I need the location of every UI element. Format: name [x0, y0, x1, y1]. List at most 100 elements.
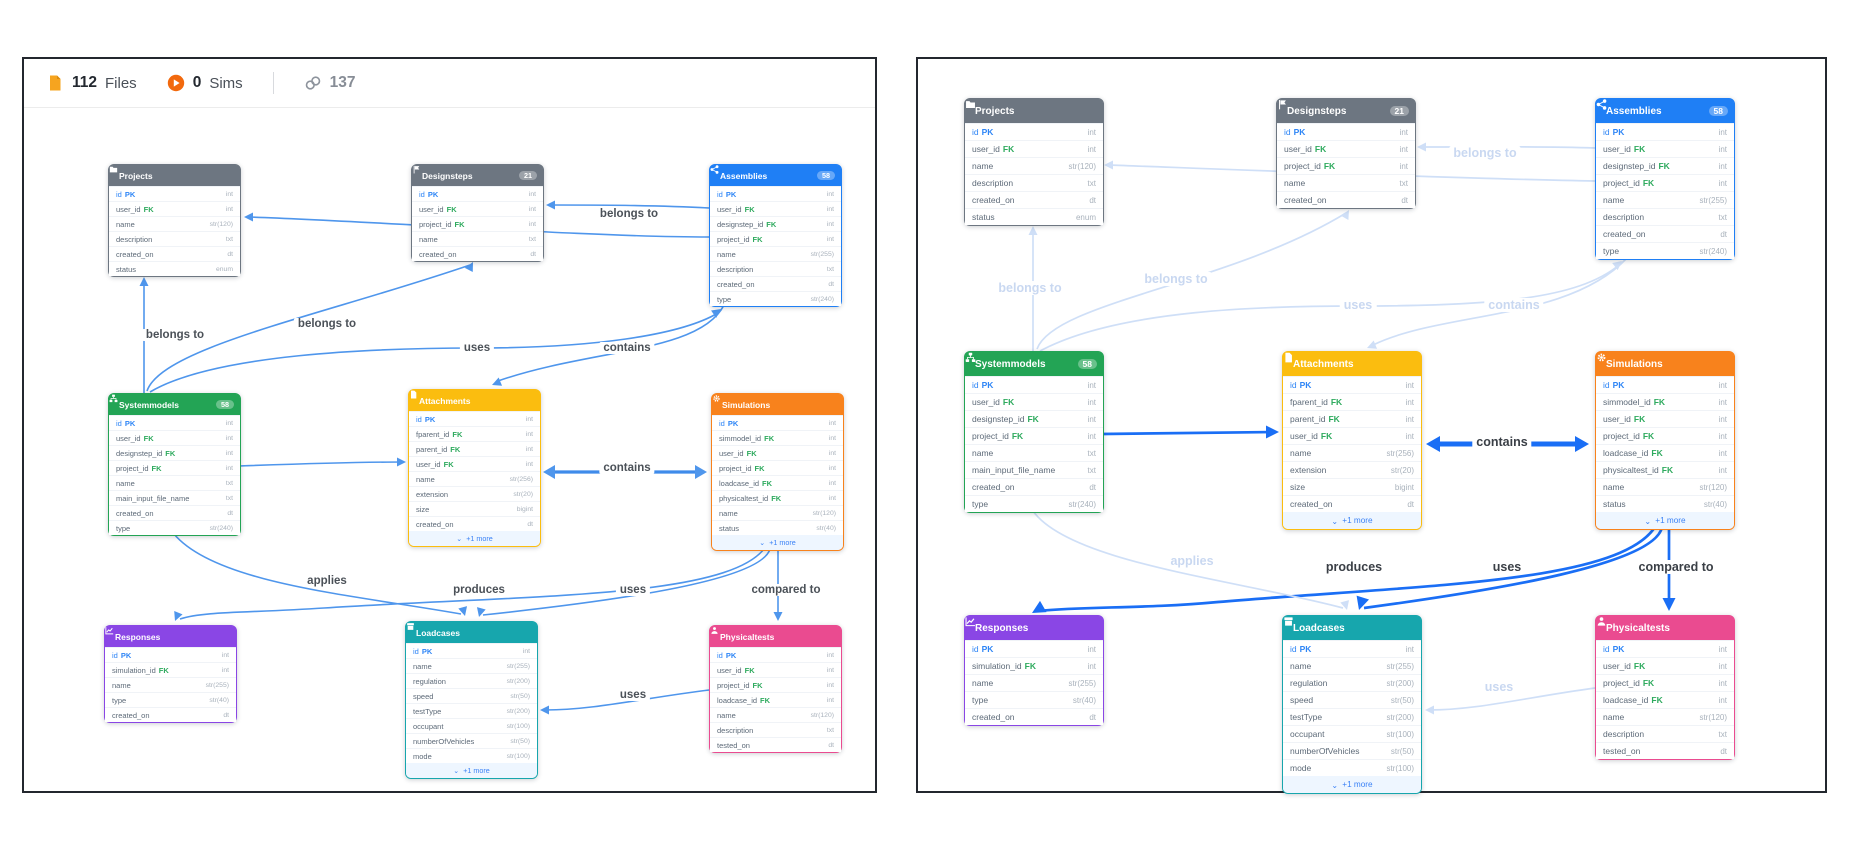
chevron-down-icon: ⌄	[1644, 516, 1652, 526]
field-type: txt	[225, 479, 233, 487]
play-icon	[167, 74, 185, 92]
field-type: bigint	[516, 505, 533, 513]
table-header-projects[interactable]: Projects	[109, 165, 240, 186]
arrowhead-icon	[1367, 340, 1378, 349]
field-type: int	[525, 430, 533, 438]
table-header-loadcases[interactable]: Loadcases	[406, 622, 537, 643]
field-type: str(240)	[810, 295, 834, 303]
field-name: created_on	[972, 195, 1015, 205]
table-header-projects[interactable]: Projects	[965, 99, 1103, 123]
edge-label-attachments-simulations: contains	[1472, 435, 1532, 449]
expand-more-button[interactable]: ⌄+1 more	[1283, 776, 1421, 793]
table-title: Loadcases	[1293, 622, 1345, 634]
table-header-simulations[interactable]: Simulations	[712, 394, 843, 415]
edge-label-attachments-simulations: contains	[599, 462, 655, 474]
edge-label-assemblies-designsteps: belongs to	[595, 208, 663, 220]
edge-assemblies-attachments	[1372, 257, 1628, 346]
table-header-physicaltests[interactable]: Physicaltests	[1596, 616, 1734, 640]
expand-more-button[interactable]: ⌄+1 more	[1283, 512, 1421, 529]
arrowhead-icon	[1356, 595, 1370, 610]
field-name: name	[112, 680, 131, 690]
table-header-responses[interactable]: Responses	[965, 616, 1103, 640]
edge-label-physicaltests-loadcases: uses	[1480, 680, 1518, 694]
field-type: int	[1718, 127, 1727, 137]
table-header-loadcases[interactable]: Loadcases	[1283, 616, 1421, 640]
files-count: 112	[72, 74, 98, 91]
field-type: str(120)	[1068, 161, 1096, 171]
field-type: str(255)	[205, 681, 229, 689]
table-header-responses[interactable]: Responses	[105, 626, 236, 647]
table-header-attachments[interactable]: Attachments	[1283, 352, 1421, 376]
expand-more-button[interactable]: ⌄+1 more	[409, 531, 540, 546]
field-type: int	[828, 494, 836, 502]
expand-more-button[interactable]: ⌄+1 more	[406, 763, 537, 778]
table-header-attachments[interactable]: Attachments	[409, 390, 540, 411]
field-name: created_on	[116, 249, 154, 259]
chevron-down-icon: ⌄	[453, 766, 460, 775]
expand-more-button[interactable]: ⌄+1 more	[712, 535, 843, 550]
toolbar-divider	[272, 72, 274, 94]
table-header-physicaltests[interactable]: Physicaltests	[710, 626, 841, 647]
field-type: str(200)	[1386, 678, 1414, 688]
field-name: extension	[416, 489, 449, 499]
expand-more-button[interactable]: ⌄+1 more	[1596, 512, 1734, 529]
field-name: name	[1603, 712, 1625, 722]
table-header-simulations[interactable]: Simulations	[1596, 352, 1734, 376]
edge-label-systemmodels-designsteps: belongs to	[1140, 272, 1212, 286]
field-type: str(200)	[506, 707, 530, 715]
edge-systemmodels-attachments	[238, 461, 405, 467]
